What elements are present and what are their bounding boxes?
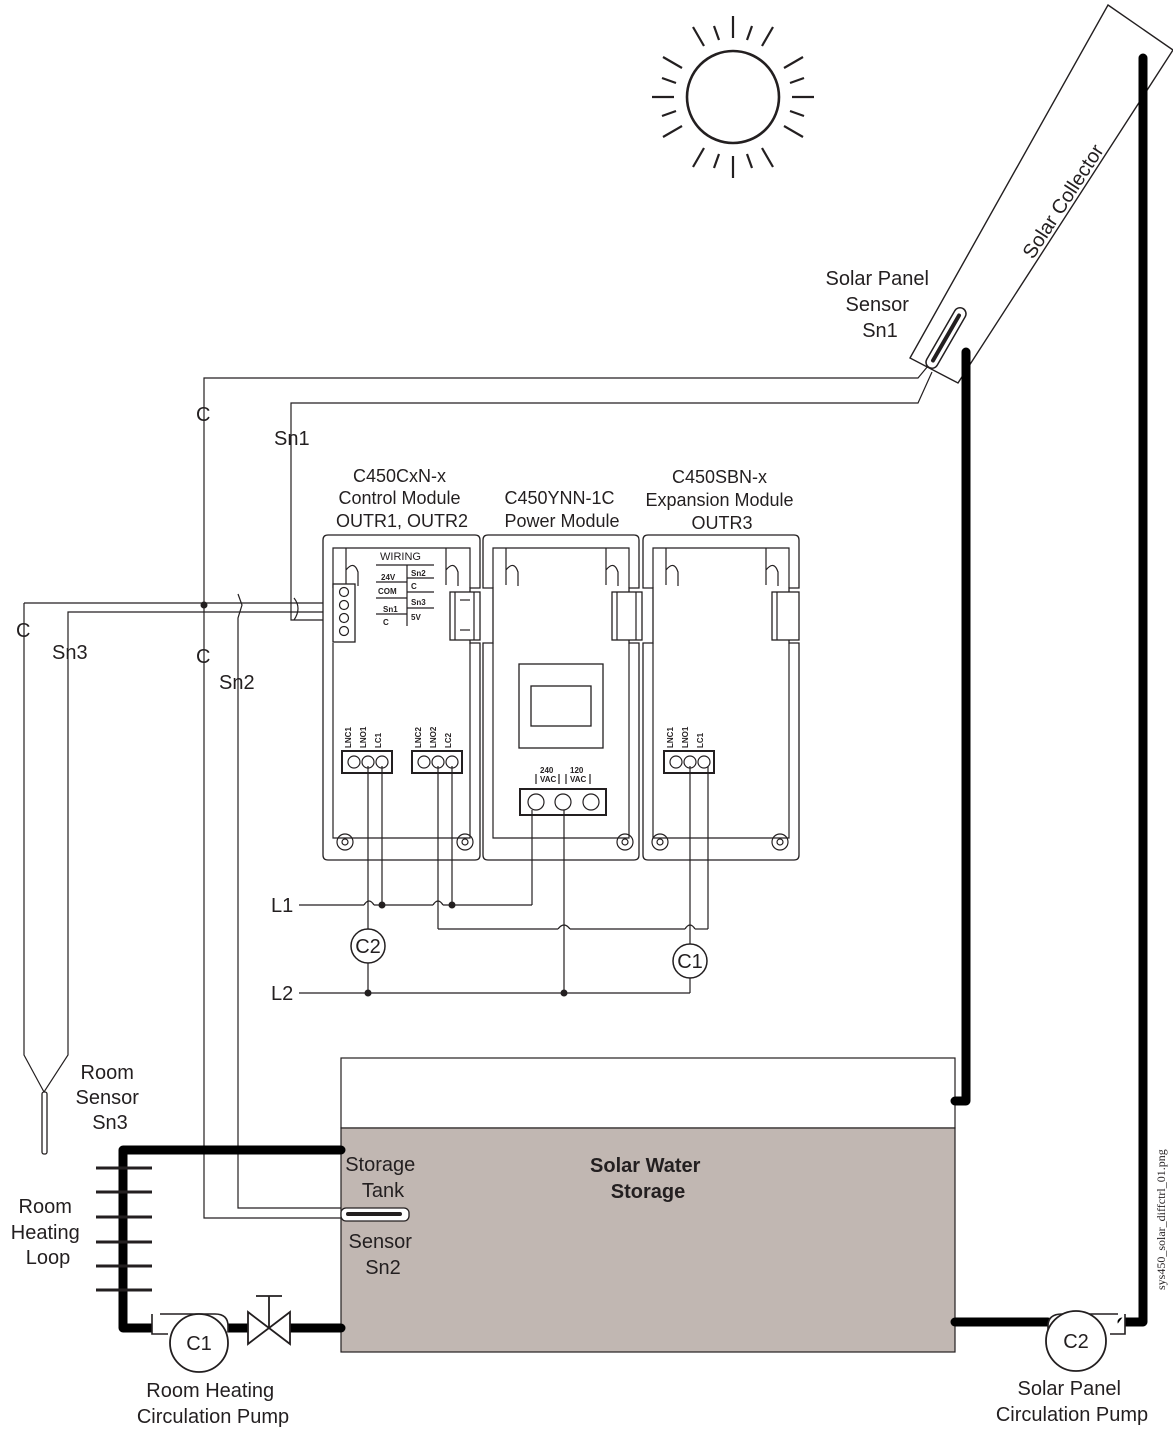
storage-tank-top	[340, 1057, 956, 1129]
pump-c2-circuit-symbol: C2	[350, 928, 386, 964]
svg-text:C2: C2	[1063, 1331, 1089, 1353]
line-voltage-wiring	[299, 766, 709, 994]
svg-text:LNO2: LNO2	[429, 726, 438, 748]
relay-terminals-out3: LNC1 LNO1 LC1	[663, 726, 715, 774]
junction-dot	[364, 989, 372, 997]
storage-tank-water	[340, 1127, 956, 1353]
relay-terminals-out1: LNC1 LNO1 LC1	[341, 726, 393, 774]
file-label: sys450_solar_diffctrl_01.png	[1154, 1149, 1168, 1290]
solar-panel-pump-label: Solar Panel Circulation Pump	[996, 1378, 1148, 1426]
svg-text:LNO1: LNO1	[681, 726, 690, 748]
wire-label-sn1: Sn1	[274, 428, 310, 450]
svg-text:5V: 5V	[411, 613, 421, 622]
svg-text:VAC: VAC	[540, 775, 557, 784]
svg-text:WIRING: WIRING	[380, 551, 421, 563]
wire-label-l1: L1	[271, 895, 293, 917]
room-heating-pump-icon: C1	[151, 1313, 229, 1373]
solar-panel-sensor-probe	[925, 307, 967, 369]
room-sensor-label: Room Sensor Sn3	[76, 1062, 145, 1134]
room-sensor-probe	[41, 1091, 48, 1155]
junction-dot	[448, 901, 456, 909]
svg-text:LNC2: LNC2	[414, 727, 423, 748]
wire-label-c-mid: C	[196, 646, 210, 668]
solar-panel-sensor-label: Solar Panel Sensor Sn1	[826, 268, 935, 342]
room-loop-pipes	[118, 1145, 346, 1333]
svg-text:LC2: LC2	[444, 732, 453, 748]
svg-text:Sn1: Sn1	[383, 605, 398, 614]
junction-dot	[378, 901, 386, 909]
svg-text:120: 120	[570, 766, 584, 775]
svg-text:LNC1: LNC1	[344, 727, 353, 748]
solar-collector	[909, 3, 1173, 384]
pump-c1-circuit-symbol: C1	[672, 943, 708, 979]
junction-dot	[200, 601, 208, 609]
junction-dot	[560, 989, 568, 997]
svg-text:C1: C1	[677, 951, 703, 973]
tank-sensor-label: Storage Tank	[345, 1154, 421, 1202]
svg-text:Sn3: Sn3	[411, 598, 426, 607]
room-heating-loop-fins	[96, 1166, 152, 1292]
svg-text:LNC1: LNC1	[666, 727, 675, 748]
power-module-title: C450YNN-1C Power Module	[504, 488, 619, 531]
svg-text:Sn2: Sn2	[411, 569, 426, 578]
solar-loop-pipes	[950, 53, 1148, 1327]
svg-text:LNO1: LNO1	[359, 726, 368, 748]
power-module	[482, 534, 643, 861]
svg-text:240: 240	[540, 766, 554, 775]
svg-text:COM: COM	[378, 587, 397, 596]
wire-label-l2: L2	[271, 983, 293, 1005]
svg-text:24V: 24V	[381, 573, 396, 582]
sensor-terminal-block	[332, 583, 356, 643]
sensor-wiring	[23, 365, 933, 1219]
expansion-module-title: C450SBN-x Expansion Module OUTR3	[645, 467, 798, 533]
wiring-table: WIRING 24V COM Sn1 C Sn2 C Sn3 5V	[376, 551, 434, 627]
svg-text:C2: C2	[355, 936, 381, 958]
room-heating-pump-label: Room Heating Circulation Pump	[137, 1380, 289, 1428]
sun-icon	[652, 16, 814, 178]
power-terminals: 240 VAC 120 VAC	[519, 766, 607, 816]
svg-text:C: C	[411, 582, 417, 591]
control-module	[322, 534, 481, 861]
tank-sensor-name: Sensor Sn2	[349, 1231, 418, 1279]
svg-text:C1: C1	[186, 1333, 212, 1355]
svg-text:LC1: LC1	[696, 732, 705, 748]
relay-terminals-out2: LNC2 LNO2 LC2	[411, 726, 463, 774]
wire-label-sn2: Sn2	[219, 672, 255, 694]
valve-icon	[247, 1295, 291, 1346]
svg-text:LC1: LC1	[374, 732, 383, 748]
room-heating-loop-label: Room Heating Loop	[11, 1196, 86, 1269]
control-module-title: C450CxN-x Control Module OUTR1, OUTR2	[336, 466, 468, 531]
svg-text:VAC: VAC	[570, 775, 587, 784]
tank-title: Solar Water Storage	[590, 1155, 706, 1203]
tank-sensor-probe	[340, 1207, 410, 1222]
svg-text:C: C	[383, 618, 389, 627]
wire-label-c-top: C	[196, 404, 210, 426]
solar-panel-pump-icon: C2	[1045, 1310, 1126, 1372]
wire-label-sn3: Sn3	[52, 642, 88, 664]
expansion-module	[642, 534, 800, 861]
wire-label-c-left: C	[16, 620, 30, 642]
